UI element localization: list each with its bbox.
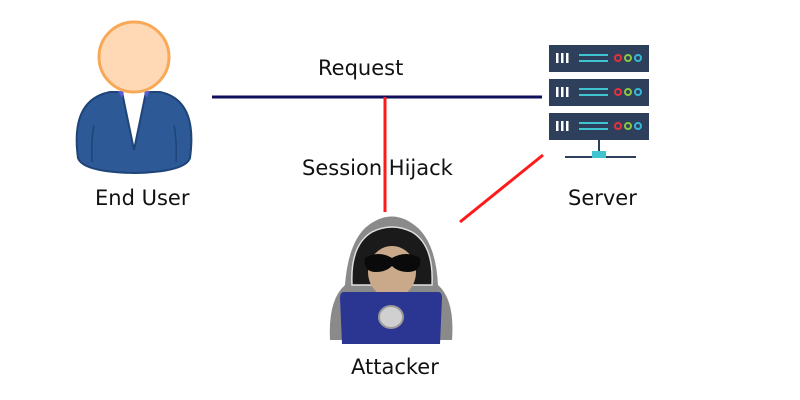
server-unit: [549, 113, 649, 140]
hacker-icon: [329, 216, 453, 344]
session-hijack-label: Session Hijack: [302, 156, 453, 180]
end-user-label: End User: [95, 186, 190, 210]
attacker-server-line: [459, 153, 544, 224]
server-icon: [549, 45, 649, 158]
user-icon: [75, 20, 193, 175]
server-unit: [549, 45, 649, 72]
request-label: Request: [318, 56, 404, 80]
attacker-label: Attacker: [351, 355, 439, 379]
server-label: Server: [568, 186, 637, 210]
server-unit: [549, 79, 649, 106]
